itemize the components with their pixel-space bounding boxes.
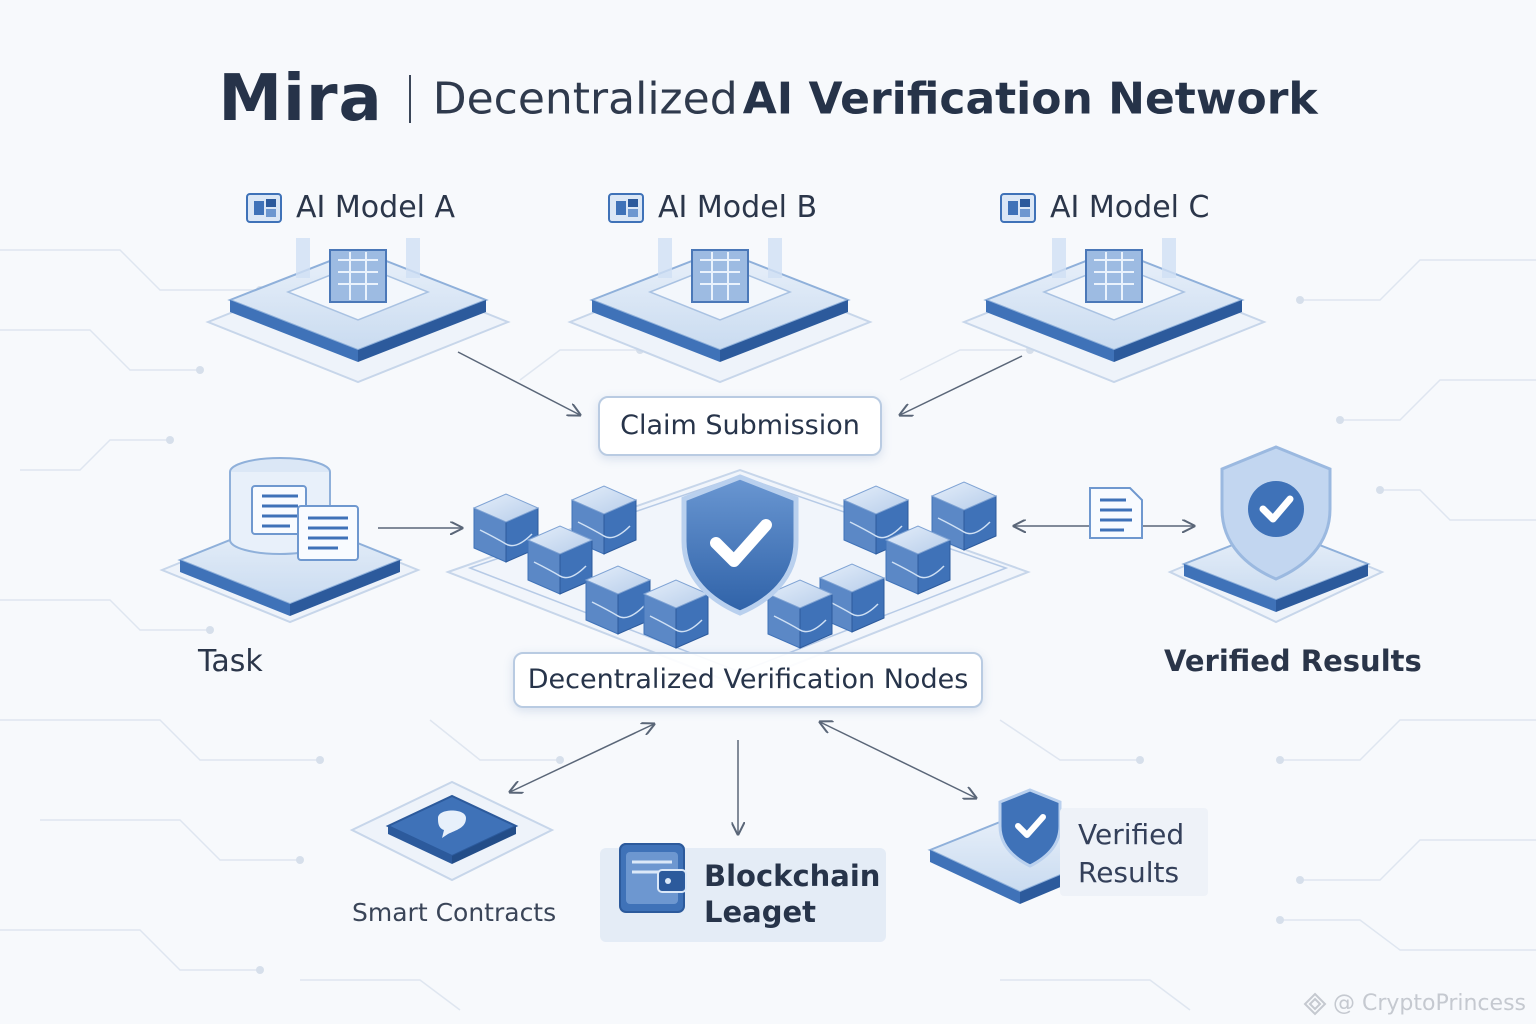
- watermark-text: @ CryptoPrincess: [1332, 991, 1526, 1016]
- arrow-nodes-verified-results: [820, 722, 976, 798]
- task-label: Task: [198, 644, 263, 679]
- node-cube: [642, 579, 710, 649]
- arrow-model-a-to-claim: [457, 351, 580, 415]
- claim-submission-box: Claim Submission: [598, 396, 882, 456]
- model-b-label: AI Model B: [608, 190, 817, 225]
- node-cube: [766, 579, 834, 649]
- database-document-icon: [229, 457, 359, 561]
- watermark: @ CryptoPrincess: [1303, 991, 1526, 1016]
- arrow-nodes-smart-contracts: [510, 724, 654, 792]
- model-c-label: AI Model C: [1000, 190, 1209, 225]
- model-chip-icon: [246, 192, 282, 223]
- model-a-text: AI Model A: [296, 190, 456, 225]
- verified-results-bottom-box: [1060, 808, 1208, 896]
- contract-chip-icon: [438, 810, 466, 838]
- smart-contracts-platform: [349, 780, 555, 882]
- blockchain-ledger-line2: Leaget: [704, 895, 817, 929]
- diamond-logo-icon: [1303, 992, 1327, 1015]
- model-c-platform: [961, 238, 1267, 384]
- node-cube: [584, 565, 652, 635]
- shield-check-icon: [998, 788, 1062, 868]
- verified-results-bottom-label: Verified Results: [1078, 816, 1184, 892]
- blockchain-ledger-label: Blockchain Leaget: [704, 858, 880, 930]
- model-a-platform: [205, 238, 511, 384]
- node-cube: [526, 525, 594, 595]
- node-cube: [818, 563, 886, 633]
- verified-results-bottom-line2: Results: [1078, 856, 1180, 889]
- smart-contracts-label: Smart Contracts: [352, 898, 557, 927]
- verified-results-label: Verified Results: [1164, 644, 1422, 678]
- shield-check-icon: [681, 474, 799, 616]
- title-subtitle-light: Decentralized: [432, 73, 738, 125]
- brand-name: Mira: [218, 62, 383, 136]
- verified-results-bottom-line1: Verified: [1078, 818, 1185, 851]
- model-chip-icon: [608, 192, 644, 223]
- model-b-platform: [567, 238, 873, 384]
- page-title: Mira Decentralized AI Verification Networ…: [0, 62, 1536, 136]
- shield-check-icon: [1220, 445, 1332, 581]
- title-divider: [408, 75, 411, 123]
- model-a-label: AI Model A: [246, 190, 455, 225]
- title-subtitle-bold: AI Verification Network: [742, 73, 1318, 125]
- node-cube: [472, 493, 540, 563]
- blockchain-ledger-line1: Blockchain: [704, 859, 881, 893]
- model-c-text: AI Model C: [1050, 190, 1210, 225]
- model-b-text: AI Model B: [658, 190, 818, 225]
- arrow-model-c-to-claim: [900, 355, 1023, 415]
- model-chip-icon: [1000, 192, 1036, 223]
- verification-nodes-box: Decentralized Verification Nodes: [513, 652, 983, 708]
- document-icon: [1089, 487, 1143, 539]
- node-cube: [884, 525, 952, 595]
- verification-nodes-hub: [445, 468, 1031, 688]
